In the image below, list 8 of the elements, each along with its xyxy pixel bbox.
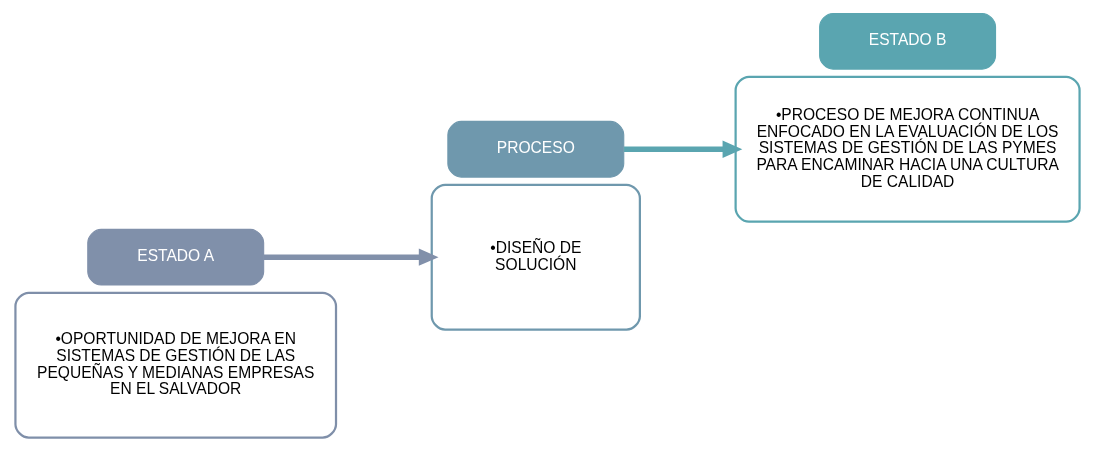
node-box: •DISEÑO DE SOLUCIÓN <box>430 183 641 331</box>
arrow <box>263 248 439 266</box>
arrow <box>623 140 742 158</box>
node-box: •OPORTUNIDAD DE MEJORA EN SISTEMAS DE GESTIÓN DE LAS PEQUEÑAS Y MEDIANAS EMPRESAS EN EL SALVADOR <box>13 291 337 439</box>
node-box: PROCESO <box>446 120 624 178</box>
node-box: •PROCESO DE MEJORA CONTINUA ENFOCADO EN LA EVALUACIÓN DE LOS SISTEMAS DE GESTIÓN DE LAS PYMES PARA ENCAMINAR HACIA UNA CULTURA DE CALIDAD <box>734 75 1081 223</box>
node-box: ESTADO B <box>818 12 996 70</box>
node-box: ESTADO A <box>86 228 264 286</box>
